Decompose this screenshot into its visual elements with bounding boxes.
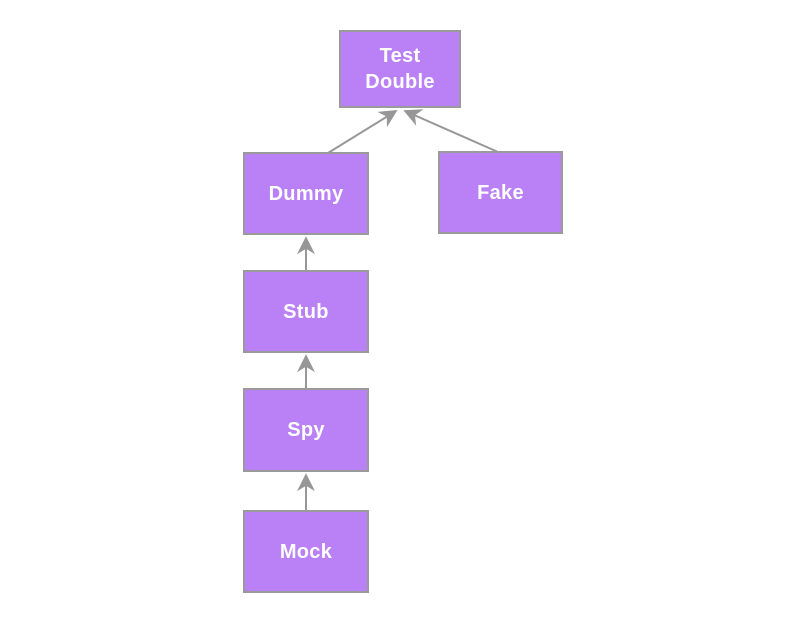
node-dummy[interactable]: Dummy: [243, 152, 369, 235]
node-spy[interactable]: Spy: [243, 388, 369, 472]
edge-fake-to-test-double: [403, 109, 499, 153]
node-stub[interactable]: Stub: [243, 270, 369, 353]
node-label: Dummy: [268, 182, 344, 205]
node-label: Spy: [287, 419, 325, 441]
node-label: Stub: [283, 300, 329, 323]
node-label: Fake: [477, 181, 524, 204]
node-mock[interactable]: Mock: [243, 510, 369, 593]
edge-dummy-to-test-double: [327, 110, 398, 154]
node-test-double[interactable]: Test Double: [339, 30, 461, 108]
node-label: Mock: [279, 540, 333, 563]
node-fake[interactable]: Fake: [438, 151, 563, 234]
node-label: Test Double: [365, 45, 435, 93]
